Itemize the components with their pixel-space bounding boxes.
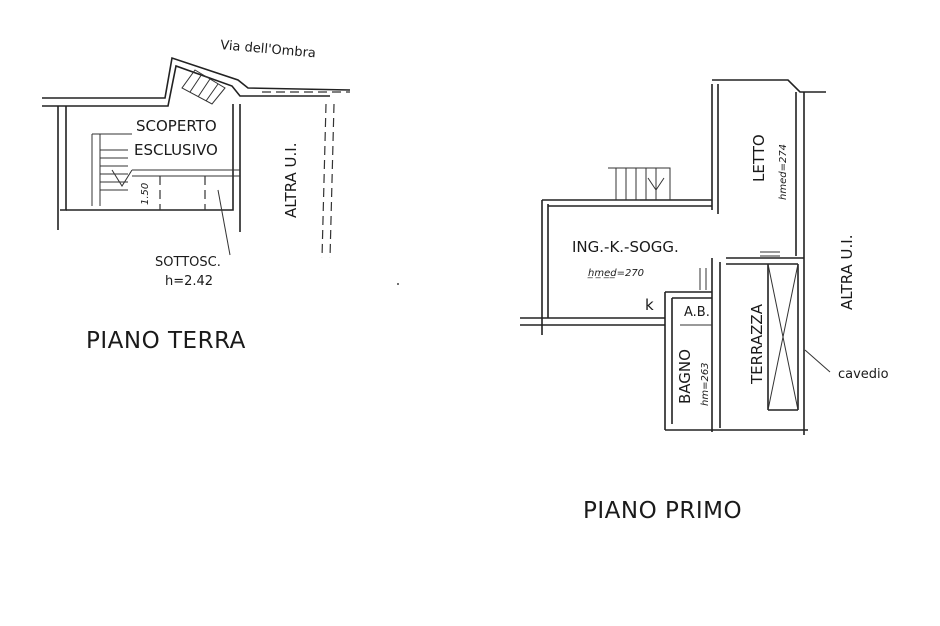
bathroom-label: BAGNO	[676, 349, 694, 404]
antibath-label: A.B.	[684, 305, 710, 320]
street-name: Via dell'Ombra	[220, 38, 317, 61]
bathroom-height: hm=263	[700, 362, 711, 406]
bedroom-label: LETTO	[750, 134, 768, 182]
first-floor-title: PIANO PRIMO	[583, 498, 742, 524]
terrace-label: TERRAZZA	[748, 303, 766, 385]
kitchen-mark: k	[645, 296, 654, 314]
living-room-walls	[541, 199, 712, 335]
entrance-stair	[181, 69, 226, 105]
living-room-label: ING.-K.-SOGG.	[572, 238, 679, 256]
light-shaft	[767, 264, 799, 411]
neighbor-boundary-dashed	[321, 103, 335, 259]
bedroom-height: hmed=274	[778, 144, 789, 200]
ground-floor-title: PIANO TERRA	[86, 328, 246, 354]
shaft-leader	[804, 349, 831, 373]
ground-floor-neighbor-label: ALTRA U.I.	[282, 143, 300, 219]
under-stair-height: h=2.42	[165, 274, 213, 289]
stair-dimension: 1.50	[140, 183, 151, 205]
light-shaft-label: cavedio	[838, 367, 889, 382]
ground-floor-plan: Via dell'Ombra SCOPERTO ESCLUSIVO 1.50 S…	[42, 38, 351, 354]
light-shaft-cross	[767, 263, 799, 411]
stray-dot	[397, 283, 399, 285]
ground-floor-left-wall	[57, 106, 67, 230]
ground-floor-top-wall	[42, 56, 351, 99]
under-stair-leader	[217, 189, 231, 256]
first-floor-plan: ING.-K.-SOGG. h̲m̲e̲d̲=270 k A.B. LETTO …	[520, 79, 889, 524]
under-stair-outline	[159, 176, 206, 210]
courtyard-label-line1: SCOPERTO	[136, 117, 217, 135]
under-stair-label: SOTTOSC.	[155, 255, 221, 270]
courtyard-label-line2: ESCLUSIVO	[134, 141, 218, 159]
living-room-height: h̲m̲e̲d̲=270	[587, 268, 644, 279]
ground-floor-courtyard-wall	[66, 104, 241, 232]
bedroom-walls	[711, 79, 826, 214]
first-floor-stair	[608, 167, 671, 200]
terrace-walls	[726, 257, 804, 265]
bathroom-walls	[664, 291, 712, 430]
first-floor-neighbor-label: ALTRA U.I.	[838, 235, 856, 311]
